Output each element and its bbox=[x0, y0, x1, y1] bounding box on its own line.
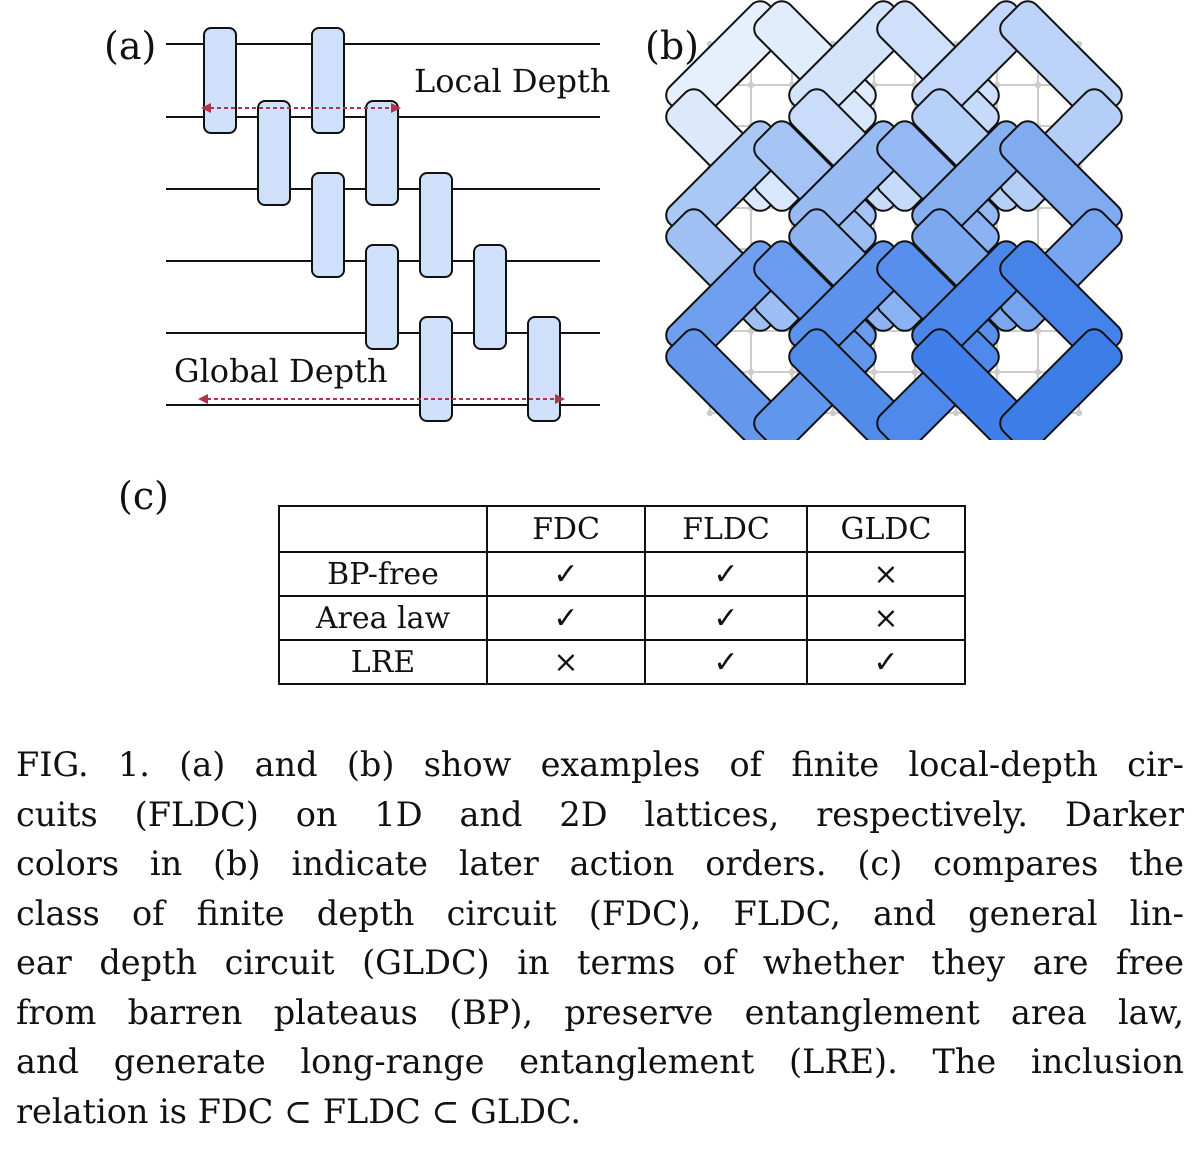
lattice-site bbox=[911, 368, 919, 376]
table-row: LRE × ✓ ✓ bbox=[278, 639, 966, 685]
table-header-cell: FDC bbox=[486, 505, 646, 553]
panel-label-a: (a) bbox=[104, 24, 157, 68]
table-cell: ✓ bbox=[644, 595, 808, 641]
lattice-site bbox=[952, 409, 960, 417]
gate-brick bbox=[999, 328, 1123, 440]
caption-line: and generate long-range entanglement (LR… bbox=[16, 1042, 1184, 1081]
row-label: LRE bbox=[278, 639, 488, 685]
figure-caption: FIG. 1. (a) and (b) show examples of fin… bbox=[16, 740, 1184, 1136]
table-header-cell bbox=[278, 505, 488, 553]
lattice-site bbox=[706, 409, 714, 417]
gate-bricks bbox=[665, 0, 1123, 440]
two-qubit-gate bbox=[311, 172, 345, 278]
caption-line: colors in (b) indicate later action orde… bbox=[16, 844, 1184, 883]
lattice-site bbox=[747, 327, 755, 335]
two-qubit-gate bbox=[365, 244, 399, 350]
two-qubit-gate bbox=[257, 100, 291, 206]
lattice-site bbox=[788, 368, 796, 376]
lattice-site bbox=[1034, 81, 1042, 89]
two-qubit-gate bbox=[419, 172, 453, 278]
lattice-site bbox=[870, 368, 878, 376]
lattice-site bbox=[829, 409, 837, 417]
comparison-table: FDC FLDC GLDC BP-free ✓ ✓ × Area law ✓ ✓… bbox=[278, 505, 966, 685]
table-header-cell: FLDC bbox=[644, 505, 808, 553]
table-cell: × bbox=[806, 595, 966, 641]
caption-line: class of finite depth circuit (FDC), FLD… bbox=[16, 893, 1184, 933]
circuit-2d-figure bbox=[665, 0, 1123, 440]
lattice-site bbox=[747, 368, 755, 376]
panel-label-b: (b) bbox=[645, 24, 699, 68]
caption-line: FIG. 1. (a) and (b) show examples of fin… bbox=[16, 745, 1184, 784]
depth-arrows bbox=[198, 103, 565, 404]
table-header-row: FDC FLDC GLDC bbox=[278, 505, 966, 553]
local-depth-label: Local Depth bbox=[414, 62, 611, 100]
lattice-site bbox=[1075, 409, 1083, 417]
row-label: BP-free bbox=[278, 551, 488, 597]
table-cell: ✓ bbox=[644, 639, 808, 685]
table-cell: ✓ bbox=[644, 551, 808, 597]
caption-line: from barren plateaus (BP), preserve enta… bbox=[16, 992, 1184, 1032]
lattice-site bbox=[993, 368, 1001, 376]
table-cell: × bbox=[806, 551, 966, 597]
table-cell: × bbox=[486, 639, 646, 685]
lattice-grid bbox=[706, 40, 1083, 417]
table-cell: ✓ bbox=[486, 595, 646, 641]
panel-label-c: (c) bbox=[118, 474, 169, 518]
two-qubit-gate bbox=[473, 244, 507, 350]
table-header-cell: GLDC bbox=[806, 505, 966, 553]
lattice-site bbox=[1034, 368, 1042, 376]
row-label: Area law bbox=[278, 595, 488, 641]
table-cell: ✓ bbox=[806, 639, 966, 685]
table-cell: ✓ bbox=[486, 551, 646, 597]
two-qubit-gate bbox=[365, 100, 399, 206]
lattice-site bbox=[747, 81, 755, 89]
table-row: BP-free ✓ ✓ × bbox=[278, 551, 966, 597]
lattice-site bbox=[1034, 327, 1042, 335]
caption-line: cuits (FLDC) on 1D and 2D lattices, resp… bbox=[16, 794, 1184, 834]
global-depth-label: Global Depth bbox=[174, 352, 388, 390]
caption-line: ear depth circuit (GLDC) in terms of whe… bbox=[16, 943, 1184, 982]
circuit-1d-figure bbox=[166, 27, 600, 422]
caption-line: relation is FDC ⊂ FLDC ⊂ GLDC. bbox=[16, 1091, 582, 1131]
table-row: Area law ✓ ✓ × bbox=[278, 595, 966, 641]
